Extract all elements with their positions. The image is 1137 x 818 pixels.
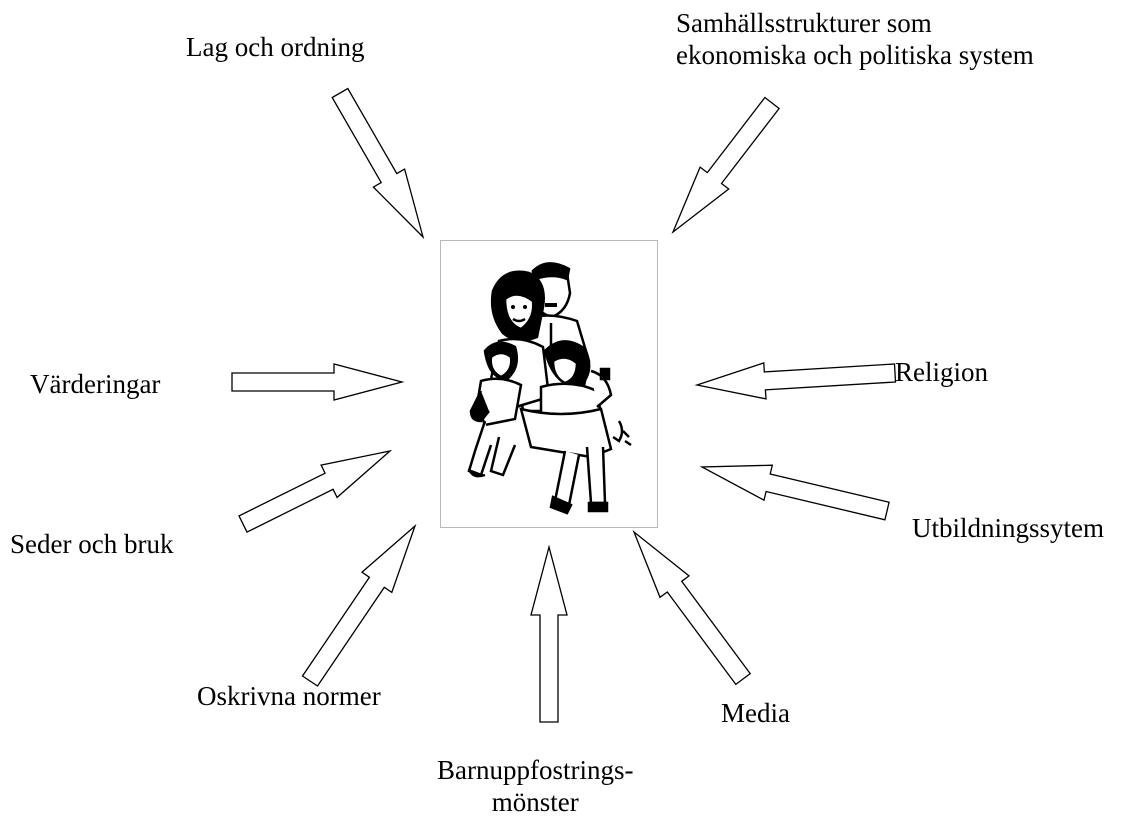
label-social-structures-line1: Samhällsstrukturer som xyxy=(676,8,932,38)
label-customs: Seder och bruk xyxy=(10,529,174,559)
arrow-religion xyxy=(694,362,897,400)
label-values: Värderingar xyxy=(30,369,161,399)
label-law-and-order: Lag och ordning xyxy=(186,32,365,62)
arrow-education xyxy=(699,464,890,521)
arrow-law-and-order xyxy=(331,87,425,240)
label-parenting-line2: mönster xyxy=(491,787,579,817)
center-picture-frame xyxy=(440,240,658,528)
label-education: Utbildningssytem xyxy=(912,513,1105,543)
label-social-structures: Samhällsstrukturer som ekonomiska och po… xyxy=(676,7,1034,71)
arrow-social-structures xyxy=(671,96,781,235)
label-religion: Religion xyxy=(895,357,988,387)
family-illustration-icon xyxy=(467,262,632,515)
label-parenting: Barnuppfostrings- mönster xyxy=(437,754,633,818)
arrow-customs xyxy=(238,449,393,533)
arrow-unwritten-norms xyxy=(301,523,417,687)
arrow-values xyxy=(231,363,405,401)
label-media: Media xyxy=(721,698,790,728)
label-unwritten-norms: Oskrivna normer xyxy=(197,681,381,711)
arrow-parenting xyxy=(530,544,568,723)
arrow-media xyxy=(632,529,752,686)
label-parenting-line1: Barnuppfostrings- xyxy=(437,755,634,785)
label-social-structures-line2: ekonomiska och politiska system xyxy=(676,40,1034,70)
